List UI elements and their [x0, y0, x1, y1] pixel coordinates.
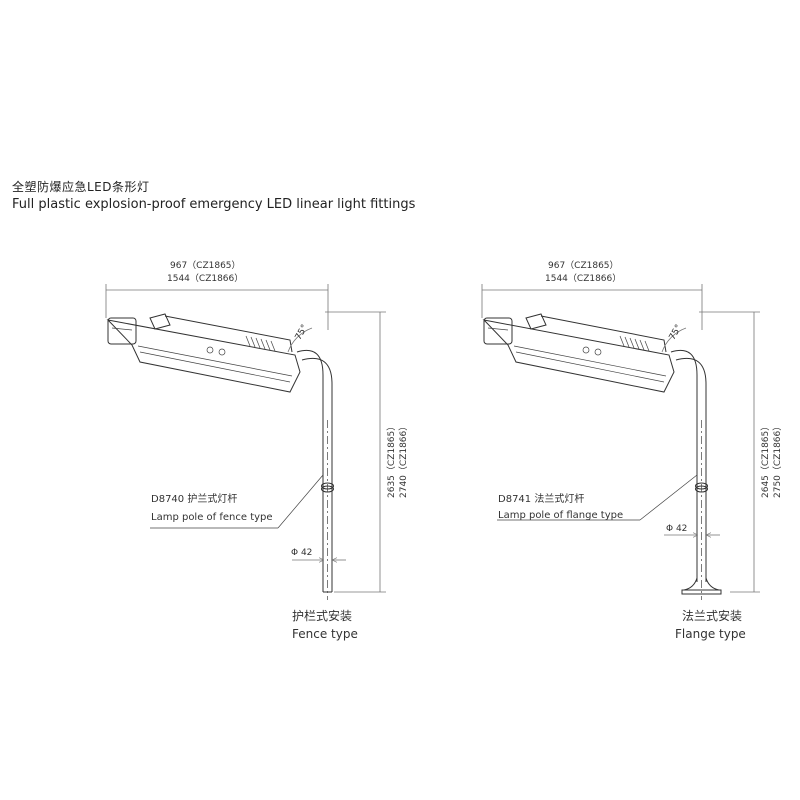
fence-install-en: Fence type — [292, 627, 358, 641]
flange-pole — [670, 349, 708, 600]
fence-pole-label-cn: D8740 护兰式灯杆 — [151, 492, 237, 505]
flange-pole-label-en: Lamp pole of flange type — [498, 510, 623, 521]
fence-width-a: 967（CZ1865） — [170, 260, 241, 271]
fence-height-a: 2635（CZ1865） — [386, 422, 397, 498]
flange-diagram: 967（CZ1865） 1544（CZ1866） 2645（CZ1865） 27… — [481, 260, 783, 641]
flange-height-a: 2645（CZ1865） — [760, 422, 771, 498]
fence-lamp-fixture — [106, 313, 301, 393]
fence-diagram: 967（CZ1865） 1544（CZ1866） 2635（CZ1865） 27… — [105, 260, 409, 641]
flange-width-b: 1544（CZ1866） — [545, 273, 621, 284]
fence-pole-label-en: Lamp pole of fence type — [151, 512, 273, 523]
flange-angle: 75° — [668, 323, 685, 342]
fence-height-b: 2740（CZ1866） — [398, 422, 409, 498]
flange-install-en: Flange type — [675, 627, 746, 641]
fence-angle: 75° — [294, 323, 311, 342]
fence-install-cn: 护栏式安装 — [292, 608, 352, 623]
flange-pole-label-cn: D8741 法兰式灯杆 — [498, 492, 584, 505]
flange-lamp-fixture — [482, 313, 675, 393]
title-english: Full plastic explosion-proof emergency L… — [12, 197, 416, 212]
flange-install-cn: 法兰式安装 — [682, 608, 742, 623]
fence-diameter: Φ 42 — [291, 548, 312, 558]
flange-width-a: 967（CZ1865） — [548, 260, 619, 271]
flange-height-b: 2750（CZ1866） — [772, 422, 783, 498]
title-chinese: 全塑防爆应急LED条形灯 — [12, 180, 150, 194]
flange-base — [681, 577, 722, 595]
flange-diameter: Φ 42 — [666, 524, 687, 534]
fence-width-b: 1544（CZ1866） — [167, 273, 243, 284]
fence-pole — [296, 349, 334, 600]
